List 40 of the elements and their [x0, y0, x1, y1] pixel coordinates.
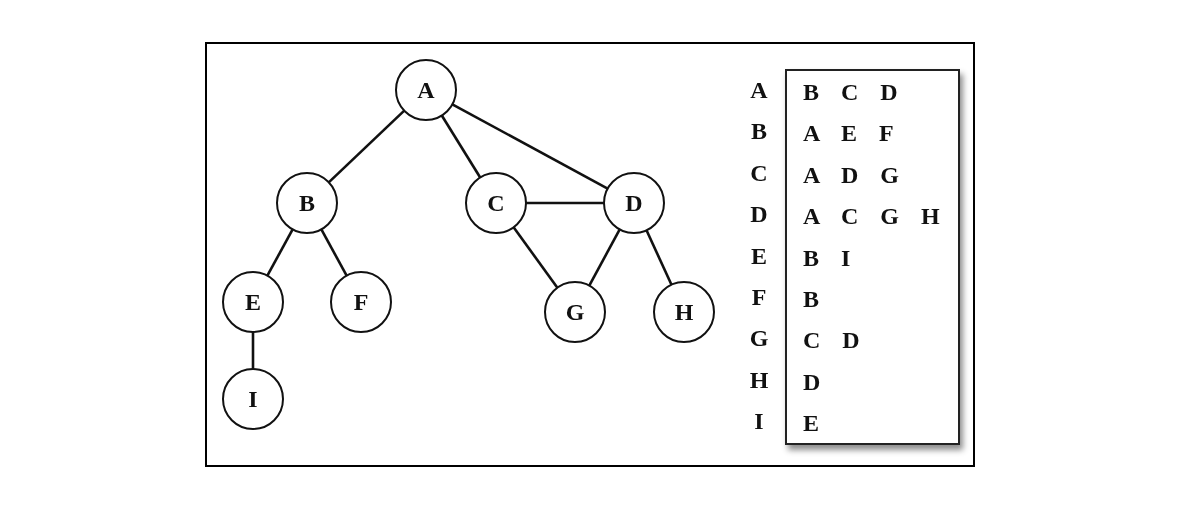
edge-line	[451, 103, 609, 190]
vertex-label: G	[565, 300, 585, 324]
vertex-label: H	[674, 300, 694, 324]
edge-line	[266, 228, 294, 277]
adjacency-row: A E F	[803, 121, 894, 146]
row-label: H	[748, 367, 770, 392]
edge-line	[327, 109, 406, 184]
vertex-label: A	[417, 78, 435, 102]
adjacency-row: A C G H	[803, 204, 940, 229]
adjacency-row: C D	[803, 328, 860, 353]
row-label: I	[753, 409, 765, 434]
row-label: E	[750, 243, 768, 268]
vertex-label: D	[625, 191, 643, 215]
edge-line	[588, 228, 621, 287]
adjacency-row: B C D	[803, 80, 898, 104]
adjacency-row: B	[803, 287, 819, 311]
adjacency-list-box	[785, 69, 960, 445]
row-label: G	[748, 326, 770, 351]
row-label: C	[749, 160, 769, 185]
adjacency-row: E	[803, 411, 819, 436]
vertex-label: E	[245, 290, 261, 314]
edge-line	[440, 114, 482, 179]
adjacency-row: D	[803, 369, 821, 394]
row-label: F	[750, 285, 768, 309]
vertex-label: I	[248, 387, 258, 411]
edge-line	[251, 332, 255, 369]
vertex-label: F	[353, 290, 369, 314]
vertex-label: B	[299, 191, 315, 215]
edge-line	[526, 201, 604, 205]
row-label: D	[749, 202, 769, 227]
adjacency-row: A D G	[803, 162, 899, 187]
vertex-circle	[395, 59, 457, 121]
adjacency-row: B I	[803, 245, 851, 270]
row-label: A	[749, 78, 769, 102]
row-label: B	[750, 119, 768, 144]
edge-line	[320, 228, 348, 277]
edge-line	[645, 229, 673, 286]
vertex-label: C	[487, 191, 505, 215]
vertex-circle	[276, 172, 338, 234]
edge-line	[512, 226, 559, 289]
